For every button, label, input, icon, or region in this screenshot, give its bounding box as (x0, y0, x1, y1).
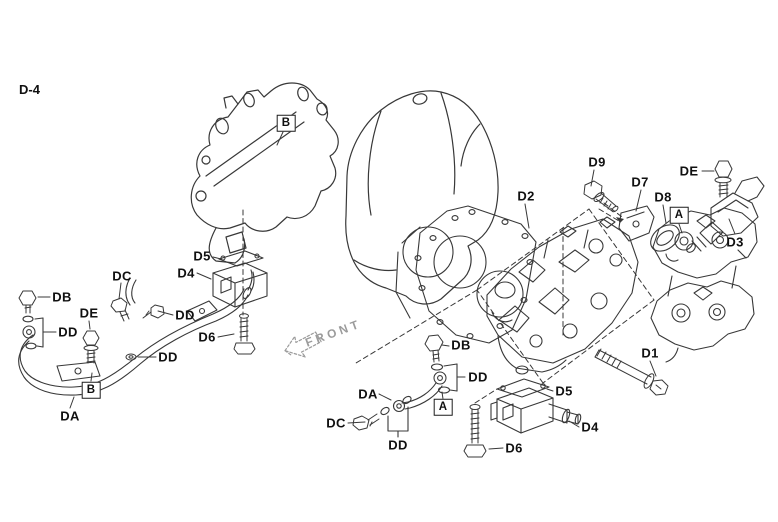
gasket-d8-drawing (646, 219, 685, 256)
bolt-d6-left-icon (234, 314, 255, 354)
callout-d8: D8 (654, 189, 672, 205)
callout-dc-lower: DC (326, 415, 346, 431)
callout-d6-lower: D6 (505, 440, 523, 456)
callout-d3: D3 (726, 234, 744, 250)
bolt-db-lower-icon (425, 335, 443, 362)
callout-dc-left: DC (112, 268, 132, 284)
callout-de-rocker: DE (679, 163, 699, 179)
bracket-d7-drawing (619, 206, 654, 241)
page-code: D-4 (19, 82, 40, 97)
engine-block-drawing (346, 91, 498, 304)
oil-control-valve-drawing (685, 177, 764, 254)
callout-d2: D2 (517, 188, 535, 204)
bolt-db-left-icon (19, 291, 36, 313)
leader-lines (38, 132, 735, 449)
washer-dd-left-icon (126, 354, 136, 360)
callout-ref-b-manifold: B (276, 114, 296, 132)
bolt-de-top-icon (715, 161, 732, 197)
pipe-assembly-lower-drawing (380, 364, 465, 437)
callout-d1: D1 (641, 345, 659, 361)
callout-d5-left: D5 (193, 248, 211, 264)
callout-d6-left: D6 (198, 329, 216, 345)
callout-ref-b-pipe: B (81, 381, 101, 399)
callout-dd-lower-pair: DD (468, 369, 488, 385)
callout-dd-left-pair: DD (58, 324, 78, 340)
bolt-d6-lower-icon (464, 405, 486, 458)
projection-lines (243, 203, 654, 403)
screw-dd-left-icon (143, 305, 164, 318)
callout-d5-lower: D5 (555, 383, 573, 399)
callout-da-left: DA (60, 408, 80, 424)
callout-ref-a-pipe: A (433, 398, 453, 416)
callout-dd-left-screw: DD (175, 307, 195, 323)
front-arrow-icon: FRONT (282, 316, 363, 363)
front-label: FRONT (303, 316, 363, 349)
callout-ref-a-rocker: A (669, 206, 689, 224)
direction-arrowhead (616, 217, 624, 223)
callout-dd-left-washer: DD (158, 349, 178, 365)
callout-db-lower: DB (451, 337, 471, 353)
callout-d7: D7 (631, 174, 649, 190)
bolt-dc-lower-icon (353, 414, 379, 430)
callout-d4-lower: D4 (581, 419, 599, 435)
pipe-assembly-left-drawing (19, 270, 254, 395)
callout-db-left: DB (52, 289, 72, 305)
cylinder-head-drawing (487, 217, 638, 374)
callout-d4-left: D4 (177, 265, 195, 281)
callout-de-left: DE (79, 305, 99, 321)
head-bolt-d1-icon (595, 349, 668, 395)
intake-manifold-drawing (191, 83, 338, 263)
valve-assembly-left-drawing (213, 251, 267, 307)
head-gasket-drawing (396, 206, 536, 343)
callout-dd-lower-washers: DD (388, 437, 408, 453)
callout-d9: D9 (588, 154, 606, 170)
bolt-dc-left-icon (111, 298, 129, 321)
callout-da-lower: DA (358, 386, 378, 402)
bolt-de-left-icon (83, 331, 99, 363)
bolt-d9-icon (584, 181, 619, 213)
valve-assembly-lower-drawing (491, 379, 582, 433)
